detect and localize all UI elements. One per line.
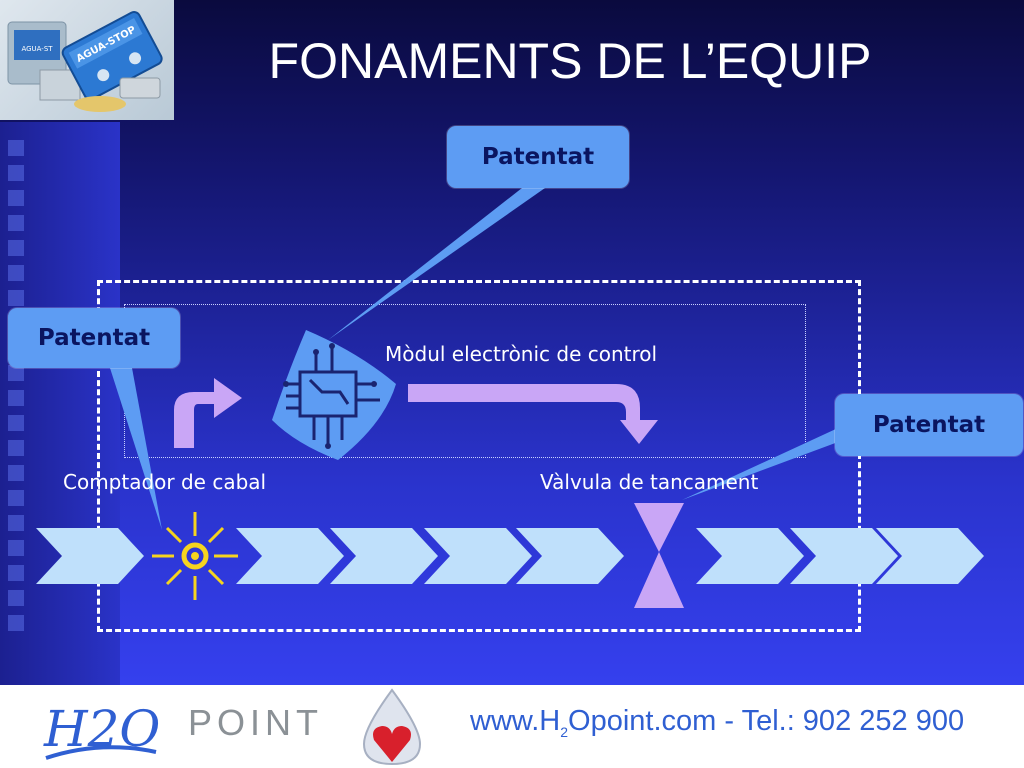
patent-callout-text: Patentat: [481, 144, 595, 170]
patent-callout-text: Patentat: [37, 325, 151, 351]
product-photo: AGUA-ST AGUA-STOP: [0, 0, 174, 120]
footer-web-prefix: www.H: [470, 705, 561, 737]
circuit-chip-icon: [272, 330, 396, 460]
page-title: FONAMENTS DE L’EQUIP: [268, 33, 872, 89]
diagram-canvas: [36, 188, 984, 608]
flow-meter-label: Comptador de cabal: [63, 470, 267, 494]
decorative-squares: [8, 140, 26, 640]
patent-callout-control-module: Patentat: [447, 126, 629, 188]
module-to-valve-arrow: [408, 384, 658, 444]
footer-web-sub: 2: [560, 723, 569, 740]
footer-web-suffix: Opoint.com - Tel.: 902 252 900: [568, 705, 965, 737]
footer-contact: www.H2Opoint.com - Tel.: 902 252 900: [470, 705, 964, 740]
callout-tail-right: [682, 428, 838, 500]
footer-bar: [0, 685, 1024, 768]
photo-label-side: AGUA-ST: [21, 45, 53, 53]
flow-meter-sun-icon: [152, 512, 238, 600]
patent-callout-flow-meter: Patentat: [8, 308, 180, 368]
shutoff-valve-label: Vàlvula de tancament: [540, 470, 759, 494]
shutoff-valve-icon: [634, 503, 684, 608]
patent-callout-text: Patentat: [872, 412, 986, 438]
flow-chevrons: [36, 528, 984, 584]
footer-point-text: POINT: [188, 702, 324, 743]
system-boundary-frame: [97, 280, 861, 632]
callout-tail-top: [328, 188, 545, 340]
aqua-stop-device-image: AGUA-ST AGUA-STOP: [7, 11, 163, 112]
patent-callout-valve: Patentat: [835, 394, 1023, 456]
callout-tail-left: [110, 368, 162, 530]
meter-to-module-arrow: [174, 378, 242, 448]
control-module-label: Mòdul electrònic de control: [385, 342, 658, 366]
